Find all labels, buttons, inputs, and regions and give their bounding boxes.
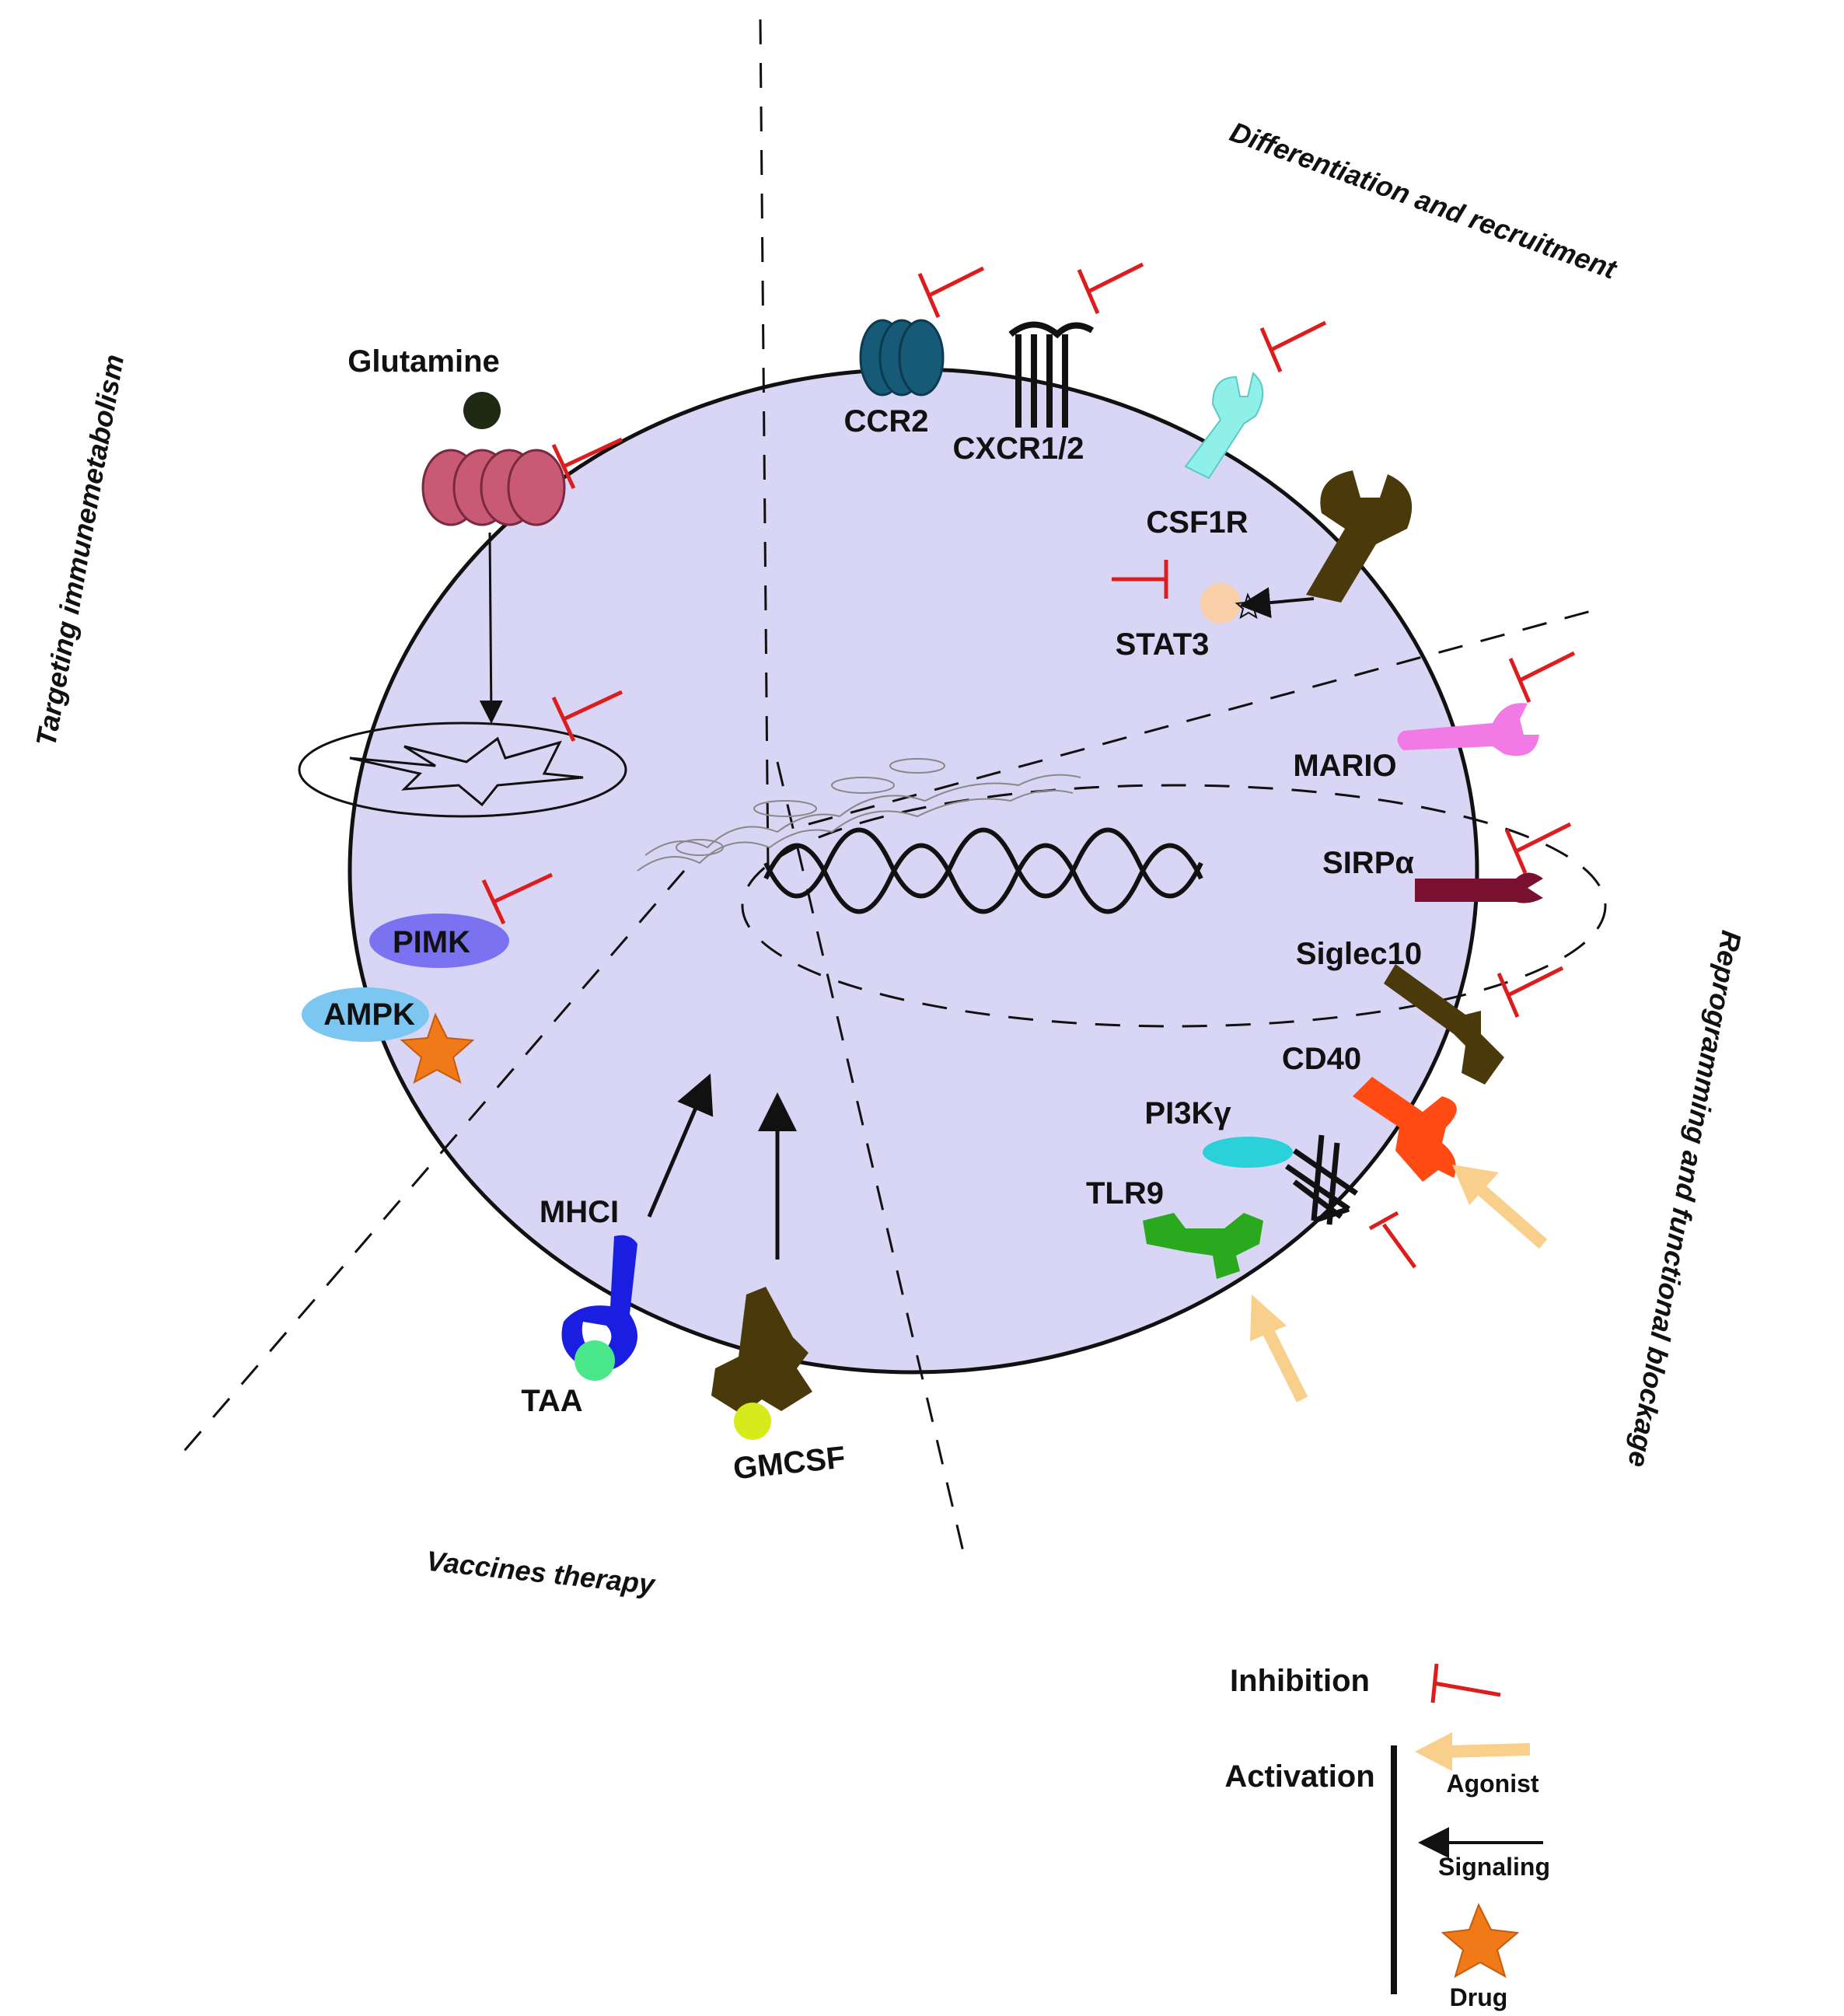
mhci-signaling-arrow [647,1073,714,1218]
tlr9-receptor [1143,1213,1263,1279]
siglec10-label: Siglec10 [1296,937,1422,971]
inhibit-pimk [481,872,554,925]
glutamine-transporter [421,449,566,526]
taa-molecule [575,1340,615,1381]
section-immunometabolism: Targeting immunemetabolism [30,352,130,749]
section-vaccines: Vaccines therapy [425,1545,658,1601]
section-reprogramming: Reprogramming and functional blockage [1622,928,1748,1470]
gmcsf-molecule [734,1403,771,1440]
legend-signaling-label: Signaling [1438,1853,1550,1881]
legend-drug-label: Drug [1450,1983,1508,2011]
csf1r-signaling-receptor [1200,470,1413,624]
sirpa-label: SIRPα [1322,846,1414,880]
gmcsf-receptor [711,1092,812,1440]
dna-helix [763,827,1203,914]
glutamine-signaling-arrow [479,532,503,724]
inhibit-mario [1508,651,1576,703]
pi3k-enzyme [1203,1137,1293,1168]
mhci-receptor [561,1073,714,1381]
cd40-label: CD40 [1282,1042,1361,1076]
mhci-label: MHCI [540,1195,619,1229]
siglec10-receptor [1384,964,1504,1085]
stat3-star [1235,592,1263,620]
legend-drug-star [1441,1902,1520,1979]
inhibit-sirpa [1504,822,1572,874]
mario-label: MARIO [1293,749,1396,783]
ampk-enzyme [302,987,429,1042]
stat3-label: STAT3 [1116,627,1210,662]
agonist-tlr9 [1250,1295,1308,1403]
agonist-arrows [1250,1165,1548,1403]
ccr2-receptor [859,319,945,397]
legend-inhibition-label: Inhibition [1230,1664,1370,1698]
glutamine-molecule [463,392,501,429]
cd40-receptor [1353,1077,1457,1182]
inhibit-cxcr [1077,262,1144,314]
legend-inhibition-symbol [1430,1663,1501,1703]
section-differentiation: Differentiation and recruitment [1226,116,1622,286]
inhibit-pi3k [1368,1211,1417,1269]
inhibit-ccr2 [917,266,985,318]
legend-activation-label: Activation [1224,1759,1374,1794]
mario-receptor [1397,703,1539,756]
inhibit-stat3 [1112,560,1168,599]
legend-agonist-label: Agonist [1446,1770,1538,1798]
pi3k-label: PI3Kγ [1144,1096,1231,1130]
ampk-drug-star [400,1012,475,1085]
ampk-label: AMPK [323,998,415,1032]
gmcsf-label: GMCSF [732,1441,847,1487]
legend-agonist-symbol [1415,1732,1531,1771]
glutamine-label: Glutamine [347,344,500,379]
pimk-label: PIMK [393,925,470,959]
legend: Inhibition Activation Agonist Signaling … [1224,1663,1550,2011]
inhibit-glutamine-transporter [551,437,623,490]
cxcr-label: CXCR1/2 [953,432,1084,466]
taa-label: TAA [521,1384,582,1418]
pimk-enzyme [369,914,509,968]
sirpa-receptor [1415,872,1543,903]
ccr2-label: CCR2 [844,404,929,438]
pi3k-receptor [1285,1134,1358,1225]
endoplasmic-reticulum [637,758,1081,872]
stat3-molecule [1200,583,1241,624]
inhibit-siglec10 [1497,966,1564,1018]
mitochondrion [298,721,627,818]
inhibit-mitochondrion [551,690,623,742]
tlr9-label: TLR9 [1086,1176,1164,1211]
glutamine-group [421,392,566,724]
inhibition-marks [481,262,1576,1269]
inhibit-csf1r [1259,320,1327,372]
agonist-cd40 [1452,1165,1548,1249]
cxcr-receptor [1008,321,1095,428]
csf1r-label: CSF1R [1146,505,1248,540]
csf1r-receptor [1184,372,1264,480]
